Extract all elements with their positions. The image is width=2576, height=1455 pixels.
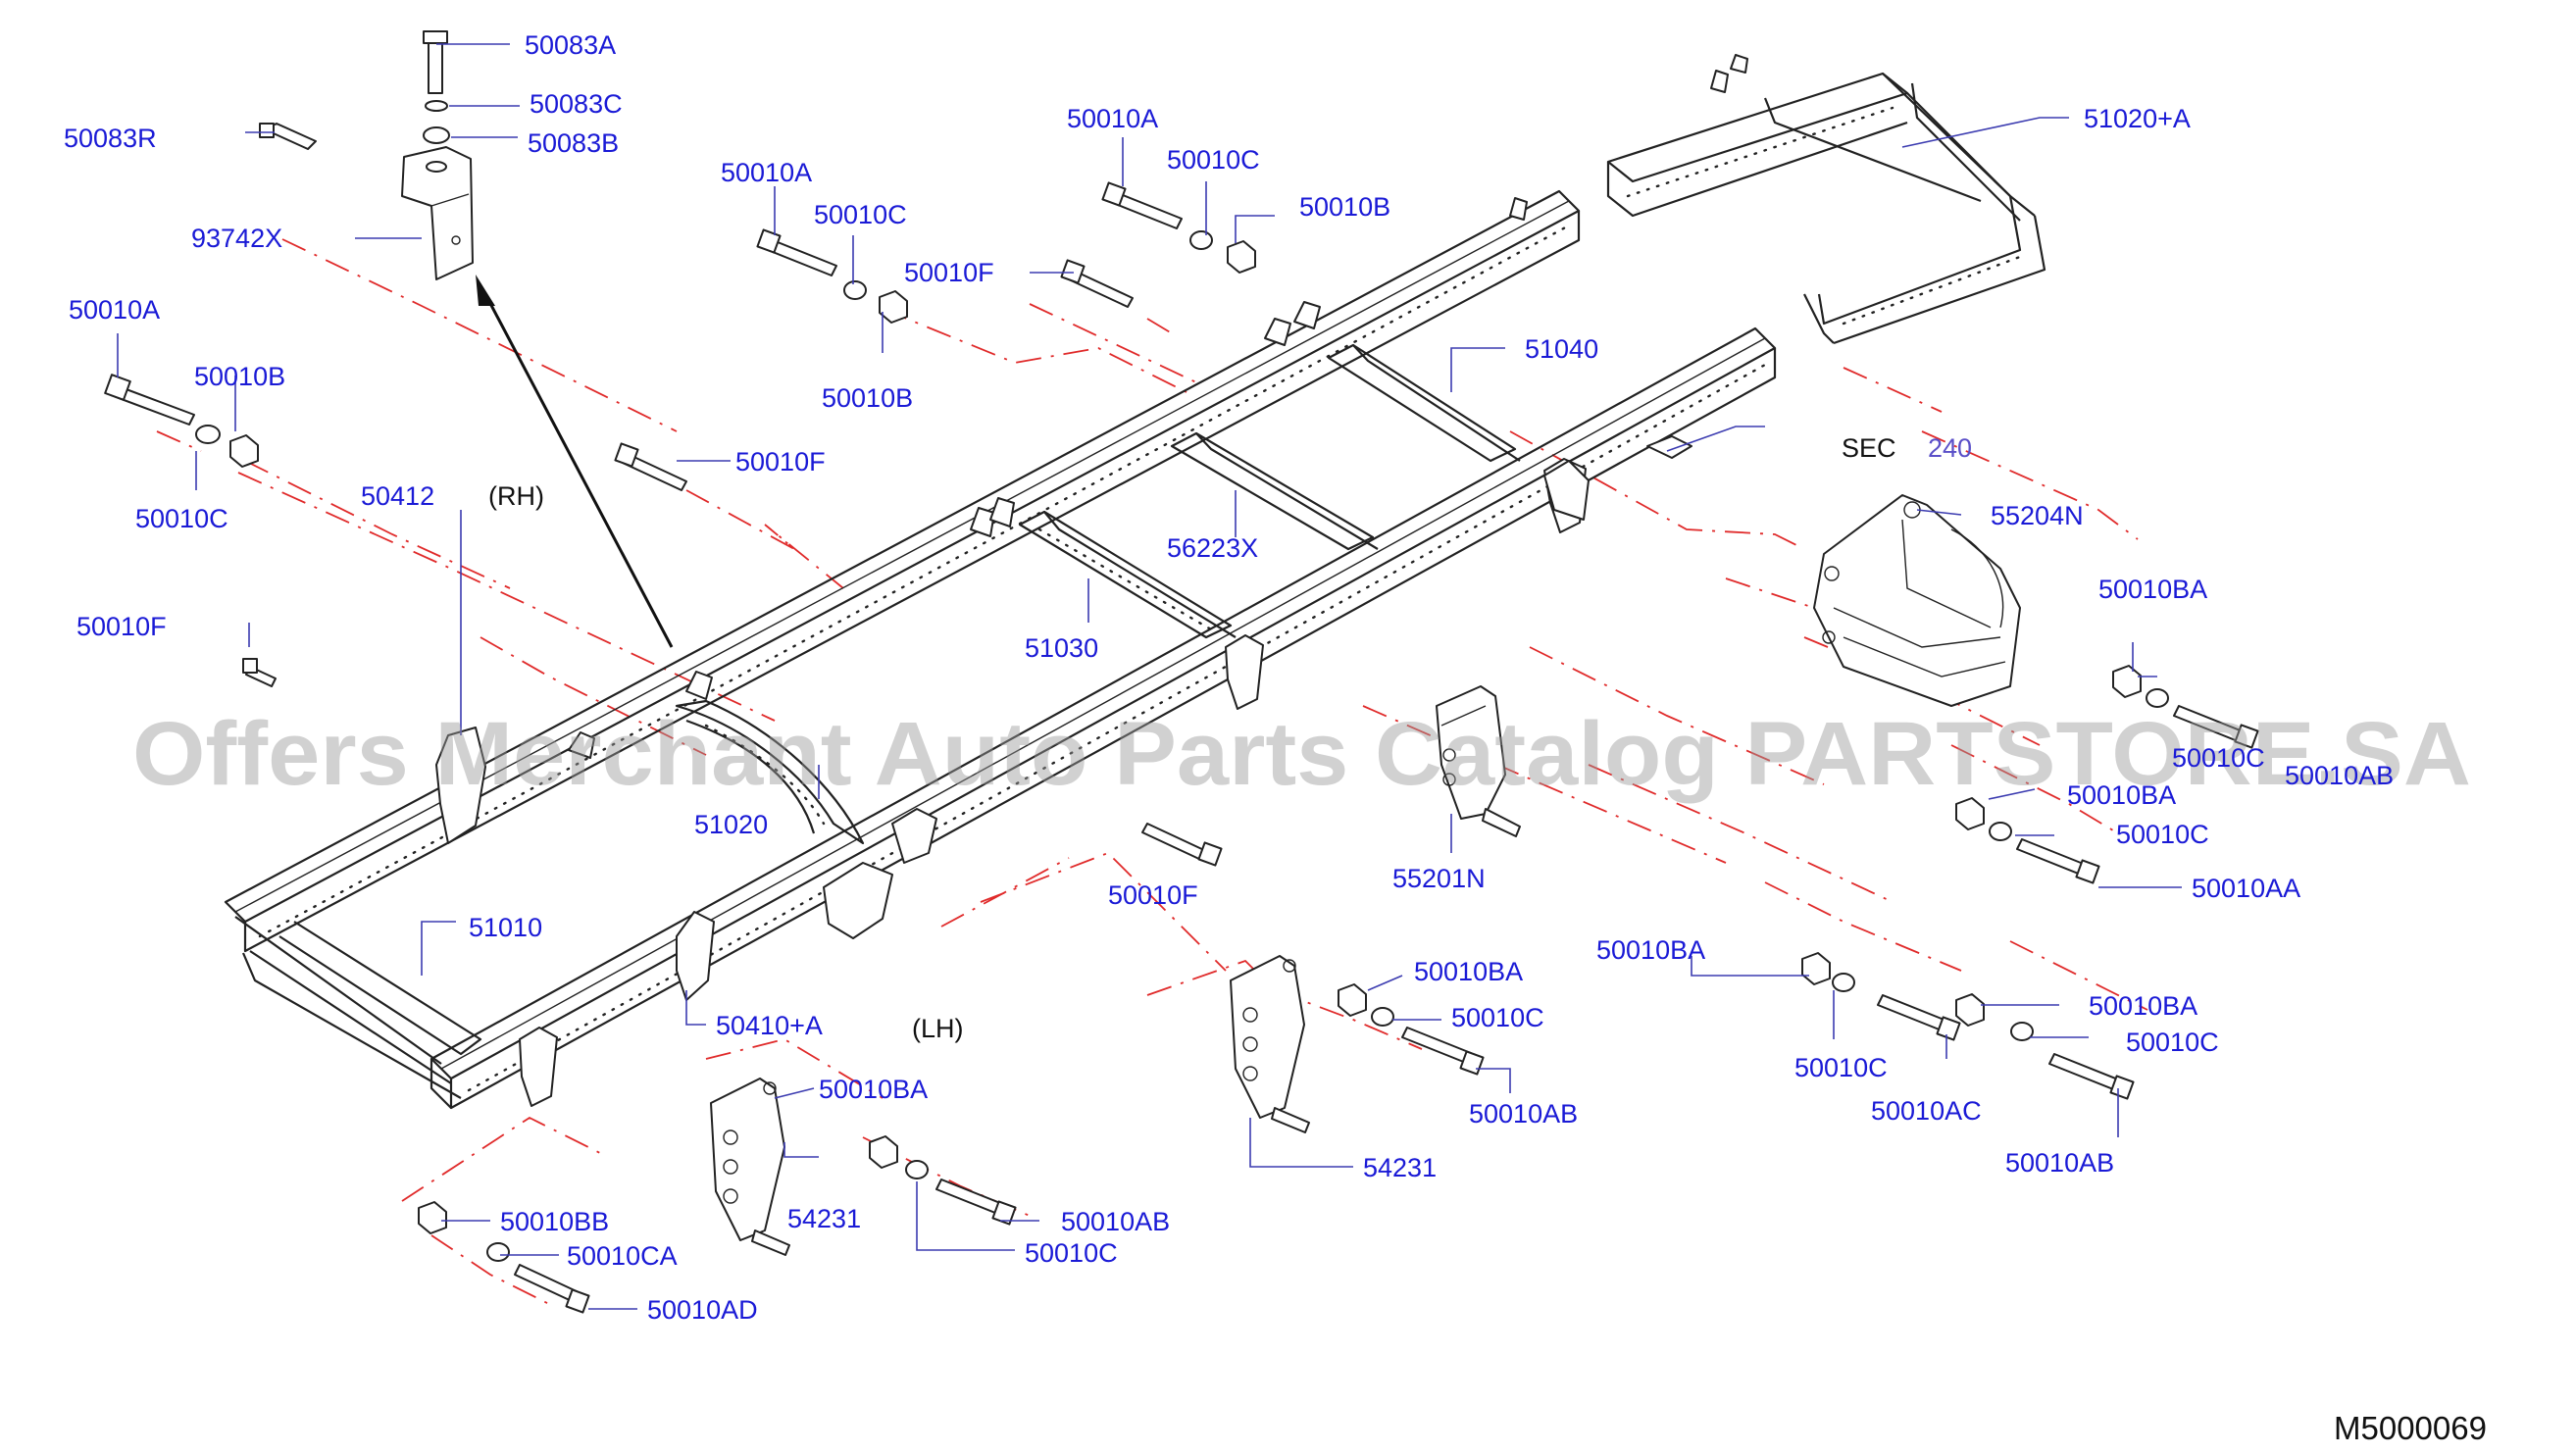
part-54231-right xyxy=(1230,955,1310,1133)
nut-50083b xyxy=(423,126,450,144)
label-51010: 51010 xyxy=(469,913,542,942)
label-50010a-3: 50010A xyxy=(1067,104,1158,133)
side-label-lh: (LH) xyxy=(912,1014,964,1043)
label-56223x: 56223X xyxy=(1167,533,1258,563)
section-ref-number: 240 xyxy=(1928,433,1972,463)
label-50010ba-6: 50010BA xyxy=(819,1075,928,1104)
label-50010a-2: 50010A xyxy=(721,158,812,187)
label-50010f-3: 50010F xyxy=(76,612,167,641)
label-50010c-2: 50010C xyxy=(814,200,907,229)
label-50010ac: 50010AC xyxy=(1871,1096,1982,1126)
label-51040: 51040 xyxy=(1525,334,1598,364)
label-51030: 51030 xyxy=(1025,633,1098,663)
side-label-rh: (RH) xyxy=(488,481,544,511)
label-50010ba-2: 50010BA xyxy=(2067,780,2176,810)
label-50010c-7: 50010C xyxy=(2126,1028,2219,1057)
label-50010b-3: 50010B xyxy=(1299,192,1390,222)
label-50010b-2: 50010B xyxy=(822,383,913,413)
section-ref-prefix: SEC xyxy=(1842,433,1896,463)
label-50010ab-4: 50010AB xyxy=(1061,1207,1170,1236)
label-50010c-9: 50010C xyxy=(1025,1238,1118,1268)
label-50010ad: 50010AD xyxy=(647,1295,758,1325)
label-93742x: 93742X xyxy=(191,224,282,253)
label-50010ba-3: 50010BA xyxy=(1596,935,1705,965)
rear-frame-extension xyxy=(1606,54,2046,345)
label-50010bb: 50010BB xyxy=(500,1207,609,1236)
label-50083a: 50083A xyxy=(525,30,616,60)
part-55204n xyxy=(1813,494,2021,707)
label-50083c: 50083C xyxy=(530,89,623,119)
part-55201n xyxy=(1436,685,1521,837)
part-labels: 50083A 50083C 50083B 50083R 93742X 50010… xyxy=(64,30,2394,1325)
pointer-arrow xyxy=(476,275,674,648)
label-50010f-2: 50010F xyxy=(735,447,826,477)
label-50010ab-2: 50010AB xyxy=(2005,1148,2114,1178)
label-50010c-3: 50010C xyxy=(1167,145,1260,175)
part-54231-left xyxy=(710,1078,790,1256)
label-50010c-5: 50010C xyxy=(2116,820,2209,849)
label-50010aa: 50010AA xyxy=(2192,874,2300,903)
fasteners xyxy=(104,181,2259,1314)
label-51020: 51020 xyxy=(694,810,768,839)
label-50010ab-3: 50010AB xyxy=(1469,1099,1578,1129)
watermark: Offers Merchant Auto Parts Catalog PARTS… xyxy=(132,704,2471,804)
label-50010a-1: 50010A xyxy=(69,295,160,325)
label-50083b: 50083B xyxy=(528,128,619,158)
label-50010ba-5: 50010BA xyxy=(1414,957,1523,986)
label-50010f-1: 50010F xyxy=(904,258,994,287)
label-50083r: 50083R xyxy=(64,124,157,153)
label-50010c-1: 50010C xyxy=(135,504,228,533)
label-50412: 50412 xyxy=(361,481,434,511)
part-93742x xyxy=(401,146,474,280)
label-51020a: 51020+A xyxy=(2084,104,2191,133)
label-50010f-4: 50010F xyxy=(1108,880,1198,910)
sec240-bracket xyxy=(1543,435,1692,521)
label-50010ba-1: 50010BA xyxy=(2098,575,2207,604)
label-50010c-6: 50010C xyxy=(1794,1053,1888,1082)
bolt-50083a xyxy=(423,30,448,94)
label-50010b-1: 50010B xyxy=(194,362,285,391)
bolt-50083r xyxy=(259,123,317,150)
diagram-code: M5000069 xyxy=(2334,1410,2487,1446)
label-50010c-8: 50010C xyxy=(1451,1003,1544,1032)
label-50010c-4: 50010C xyxy=(2172,743,2265,773)
label-50010ab-1: 50010AB xyxy=(2285,761,2394,790)
label-50410a: 50410+A xyxy=(716,1011,823,1040)
washer-50083c xyxy=(425,100,448,112)
label-55204n: 55204N xyxy=(1991,501,2084,530)
label-50010ba-4: 50010BA xyxy=(2089,991,2197,1021)
leader-lines xyxy=(117,43,2182,1310)
label-55201n: 55201N xyxy=(1392,864,1486,893)
label-50010ca: 50010CA xyxy=(567,1241,678,1271)
label-54231-1: 54231 xyxy=(1363,1153,1437,1182)
centerlines xyxy=(156,238,2148,1305)
label-54231-2: 54231 xyxy=(787,1204,861,1233)
